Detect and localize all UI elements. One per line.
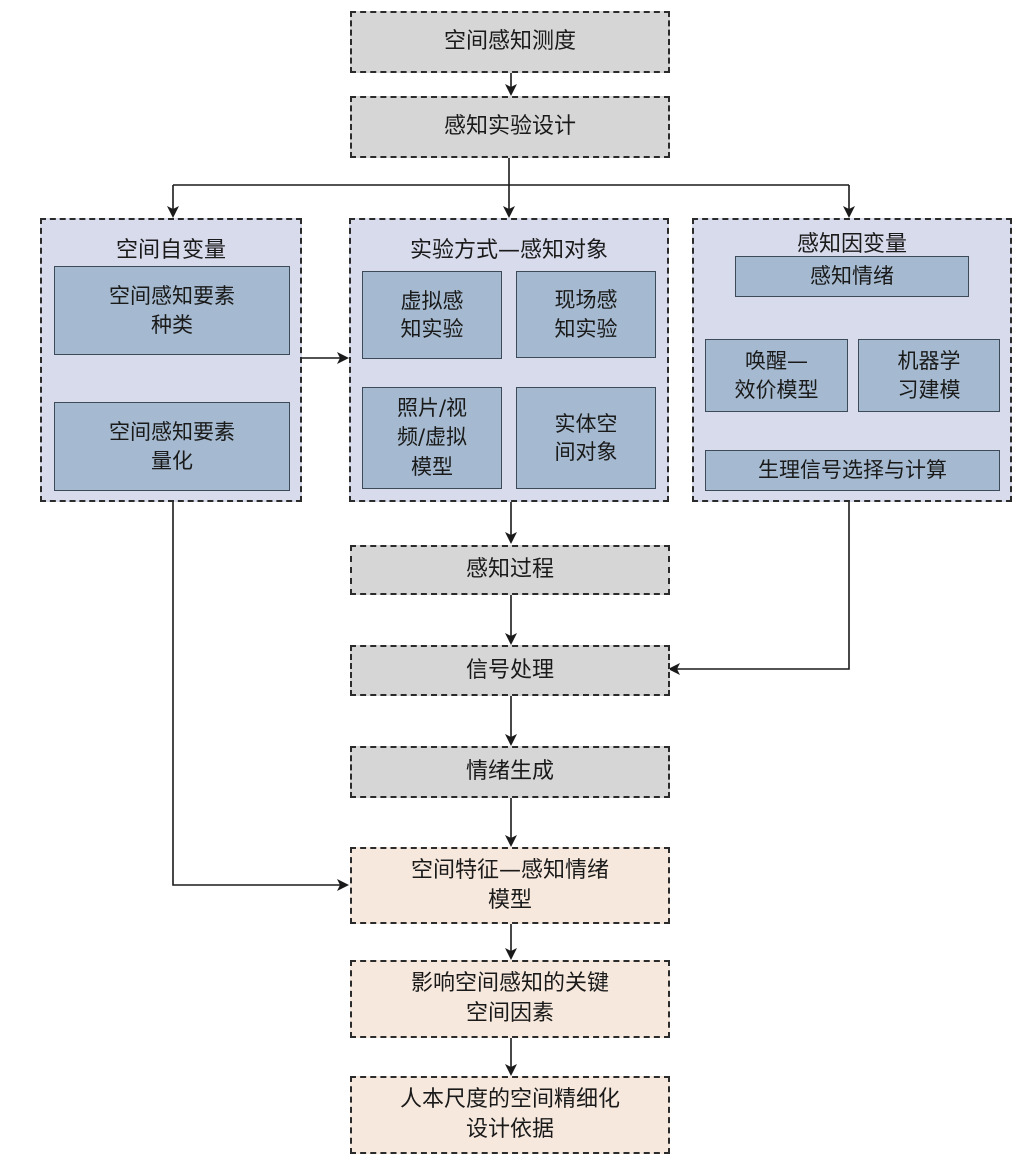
node-label: 感知过程 [465, 557, 554, 583]
node-label-line: 量化 [151, 448, 193, 473]
panel-title-dependent: 感知因变量 [796, 232, 907, 257]
arrow-dependent-to-signal [668, 502, 850, 675]
node-label: 信号处理 [465, 657, 554, 683]
node-label-line: 种类 [151, 312, 193, 337]
panel-title-method: 实验方式—感知对象 [409, 238, 608, 263]
node-onsite-experiment: 现场感 知实验 [516, 271, 656, 358]
node-label-line: 影响空间感知的关键 [410, 971, 609, 997]
node-perception-experiment-design: 感知实验设计 [350, 96, 670, 158]
node-perception-emotion: 感知情绪 [735, 256, 969, 297]
node-label-line: 模型 [487, 887, 532, 913]
node-label-line: 知实验 [554, 316, 618, 341]
node-label-line: 效价模型 [734, 377, 819, 402]
node-arousal-valence-model: 唤醒— 效价模型 [705, 339, 848, 412]
node-feature-emotion-model: 空间特征—感知情绪 模型 [350, 847, 670, 924]
node-label-line: 模型 [411, 454, 453, 479]
node-physical-space: 实体空 间对象 [516, 387, 656, 489]
node-photo-video-model: 照片/视 频/虚拟 模型 [362, 387, 502, 489]
node-element-quantify: 空间感知要素 量化 [54, 402, 290, 491]
node-label: 生理信号选择与计算 [758, 458, 947, 483]
node-virtual-experiment: 虚拟感 知实验 [362, 271, 502, 359]
node-label-line: 习建模 [897, 377, 961, 402]
node-label-line: 唤醒— [745, 349, 808, 374]
node-label-line: 实体空 [554, 411, 618, 436]
arrow-quantify-to-model [172, 492, 349, 891]
node-label-line: 设计依据 [465, 1117, 554, 1142]
node-space-perception-measure: 空间感知测度 [350, 11, 670, 73]
node-label: 空间感知测度 [443, 29, 576, 55]
node-perception-process: 感知过程 [350, 545, 670, 595]
node-label-line: 空间感知要素 [109, 420, 235, 445]
node-label-line: 空间特征—感知情绪 [410, 857, 609, 883]
node-label-line: 现场感 [554, 288, 618, 313]
node-label-line: 空间感知要素 [109, 284, 235, 309]
node-label-line: 间对象 [554, 440, 618, 464]
node-physio-signal: 生理信号选择与计算 [705, 450, 1000, 491]
node-element-type: 空间感知要素 种类 [54, 266, 290, 355]
node-machine-learning: 机器学 习建模 [858, 339, 1000, 412]
node-signal-processing: 信号处理 [350, 645, 670, 696]
node-design-basis: 人本尺度的空间精细化 设计依据 [350, 1076, 670, 1154]
node-label-line: 人本尺度的空间精细化 [399, 1087, 620, 1113]
node-label-line: 照片/视 [396, 395, 468, 420]
node-label-line: 频/虚拟 [396, 425, 468, 450]
node-label-line: 虚拟感 [400, 288, 464, 313]
node-label: 情绪生成 [465, 759, 554, 785]
panel-title-independent: 空间自变量 [115, 238, 226, 263]
node-label: 感知情绪 [810, 264, 894, 289]
node-label-line: 知实验 [400, 317, 464, 341]
node-label: 感知实验设计 [443, 114, 576, 140]
node-key-spatial-factors: 影响空间感知的关键 空间因素 [350, 960, 670, 1038]
node-emotion-generation: 情绪生成 [350, 746, 670, 798]
node-label-line: 机器学 [897, 349, 961, 374]
node-label-line: 空间因素 [465, 1001, 554, 1026]
